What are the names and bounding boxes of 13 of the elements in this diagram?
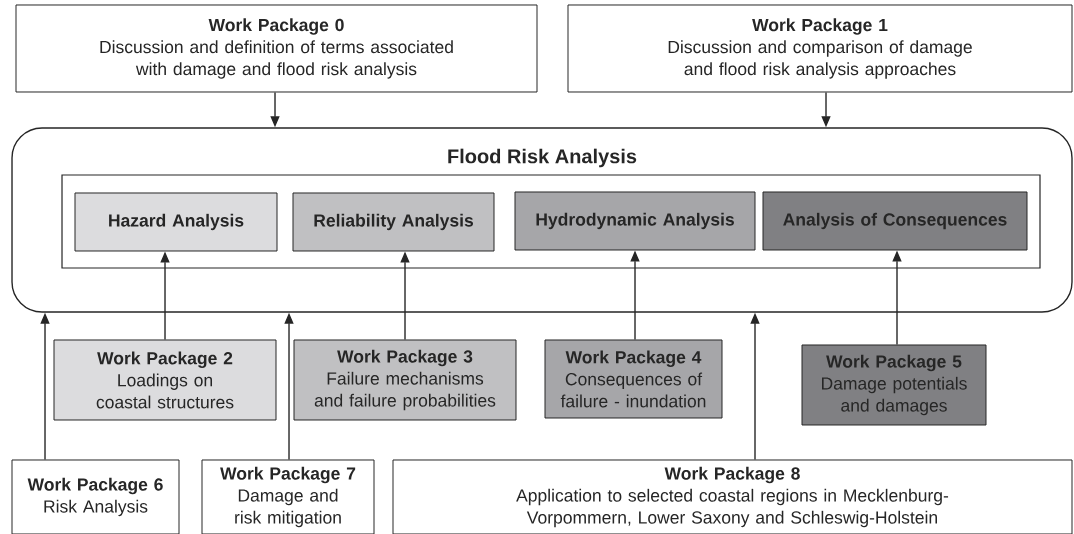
analysis-box: Hazard Analysis [74,192,278,252]
analysis-box: Hydrodynamic Analysis [514,191,756,251]
work-package-box: Work Package 5 Damage potentials and damages [801,344,987,426]
work-package-box: Work Package 7 Damage and risk mitigation [201,459,375,534]
work-package-box: Work Package 1 Discussion and comparison of damage and flood risk analysis approaches [567,4,1073,93]
work-package-box: Work Package 4 Consequences of failure - inundation [544,339,723,419]
analysis-box: Reliability Analysis [292,192,495,252]
work-package-box: Work Package 3 Failure mechanisms and failure probabilities [293,339,517,421]
work-package-box: Work Package 8 Application to selected coastal regions in Mecklenburg-Vorpommern, Lower Saxony and Schleswig-Holstein [392,459,1073,534]
work-package-box: Work Package 0 Discussion and definition of terms associated with damage and flood risk analysis [15,4,538,93]
analysis-box: Analysis of Consequences [762,191,1028,251]
work-package-box: Work Package 6 Risk Analysis [11,459,180,534]
work-package-box: Work Package 2 Loadings on coastal structures [53,339,277,421]
